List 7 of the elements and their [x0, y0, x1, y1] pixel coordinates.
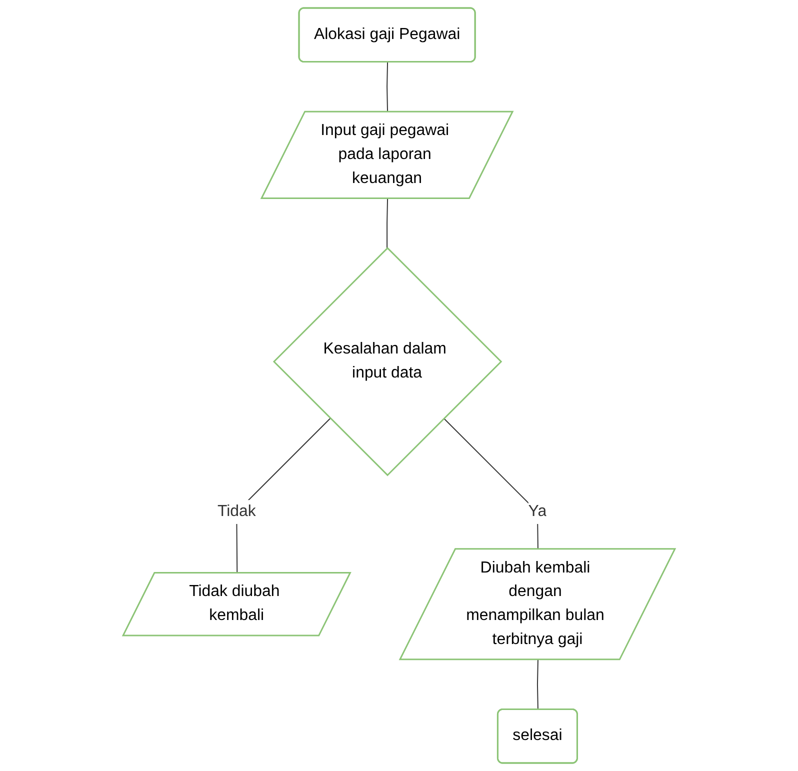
connector — [386, 62, 388, 113]
connector — [536, 659, 538, 710]
node-diamond: Kesalahan dalam input data — [272, 246, 502, 476]
edge-label: Ya — [528, 503, 547, 520]
connector — [443, 418, 538, 550]
connector — [386, 198, 388, 249]
edge-label: Tidak — [217, 503, 256, 520]
